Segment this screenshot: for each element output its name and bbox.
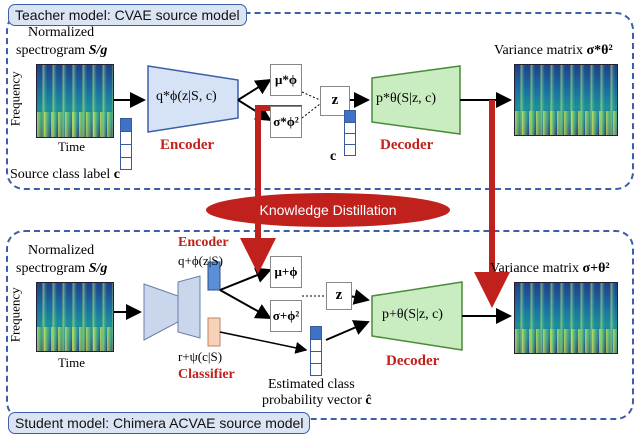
teacher-output-label: Variance matrix σ*θ² <box>494 43 613 58</box>
student-input-label-1: Normalized <box>28 243 95 258</box>
student-decoder-formula: p+θ(S|z, c) <box>382 307 443 322</box>
teacher-decoder-shape <box>371 65 461 135</box>
student-input-symbol: S/g <box>88 261 108 276</box>
distillation-label: Knowledge Distillation <box>259 202 397 218</box>
teacher-mu-box: μ*ϕ <box>270 64 302 96</box>
student-decoder-shape <box>371 281 463 351</box>
student-input-spectrogram <box>36 282 114 352</box>
student-z-symbol: z <box>335 287 343 304</box>
teacher-sigma-symbol: σ*ϕ² <box>273 114 299 130</box>
teacher-c-vector <box>344 110 356 156</box>
teacher-input-symbol: S/g <box>88 43 108 58</box>
student-estimated-symbol: ĉ <box>365 393 372 408</box>
student-estimated-label-2: probability vector ĉ <box>262 393 372 408</box>
distillation-ellipse <box>206 193 450 227</box>
teacher-axis-y: Frequency <box>7 71 23 127</box>
student-encoder-label: Encoder <box>178 235 229 250</box>
student-c-vector <box>310 326 322 376</box>
student-classifier-block <box>207 317 221 347</box>
student-encoder-shape <box>177 275 201 339</box>
teacher-output-symbol: σ*θ² <box>586 43 613 58</box>
student-shared-shape <box>143 283 179 341</box>
student-classifier-label: Classifier <box>178 367 235 382</box>
teacher-c-symbol: c <box>330 149 337 164</box>
student-sigma-symbol: σ+ϕ² <box>272 308 300 324</box>
student-sigma-box: σ+ϕ² <box>270 300 302 332</box>
teacher-panel <box>6 12 634 190</box>
teacher-axis-x: Time <box>58 139 85 154</box>
teacher-mu-symbol: μ*ϕ <box>275 72 297 88</box>
student-decoder-label: Decoder <box>386 353 440 369</box>
student-mu-box: μ+ϕ <box>270 256 302 288</box>
student-axis-x: Time <box>58 355 85 370</box>
teacher-decoder-label: Decoder <box>380 137 434 153</box>
teacher-output-spectrogram <box>514 64 618 136</box>
student-estimated-label-1: Estimated class <box>268 377 355 392</box>
teacher-title: Teacher model: CVAE source model <box>8 4 247 26</box>
teacher-source-vector <box>120 118 132 170</box>
student-input-label-2: spectrogram S/g <box>16 261 108 276</box>
student-z-box: z <box>326 282 352 310</box>
teacher-encoder-label: Encoder <box>160 137 215 153</box>
student-encoder-formula: q+ϕ(z|S) <box>178 253 223 268</box>
student-output-label: Variance matrix σ+θ² <box>490 261 610 276</box>
student-mu-symbol: μ+ϕ <box>274 264 298 280</box>
teacher-input-label-2: spectrogram S/g <box>16 43 108 58</box>
teacher-sigma-box: σ*ϕ² <box>270 106 302 138</box>
teacher-encoder-shape <box>147 65 239 133</box>
teacher-input-spectrogram <box>36 64 114 138</box>
teacher-input-label-1: Normalized <box>28 25 95 40</box>
teacher-source-label: Source class label c <box>10 167 121 182</box>
student-encoder-block <box>207 261 221 291</box>
teacher-decoder-formula: p*θ(S|z, c) <box>376 91 437 106</box>
teacher-encoder-formula: q*ϕ(z|S, c) <box>156 89 217 104</box>
student-title: Student model: Chimera ACVAE source mode… <box>8 412 311 434</box>
student-axis-y: Frequency <box>7 287 23 343</box>
student-panel <box>6 230 634 420</box>
student-output-symbol: σ+θ² <box>582 261 610 276</box>
student-output-spectrogram <box>514 282 618 354</box>
student-classifier-formula: r+ψ(c|S) <box>178 349 223 364</box>
teacher-z-symbol: z <box>331 92 339 109</box>
